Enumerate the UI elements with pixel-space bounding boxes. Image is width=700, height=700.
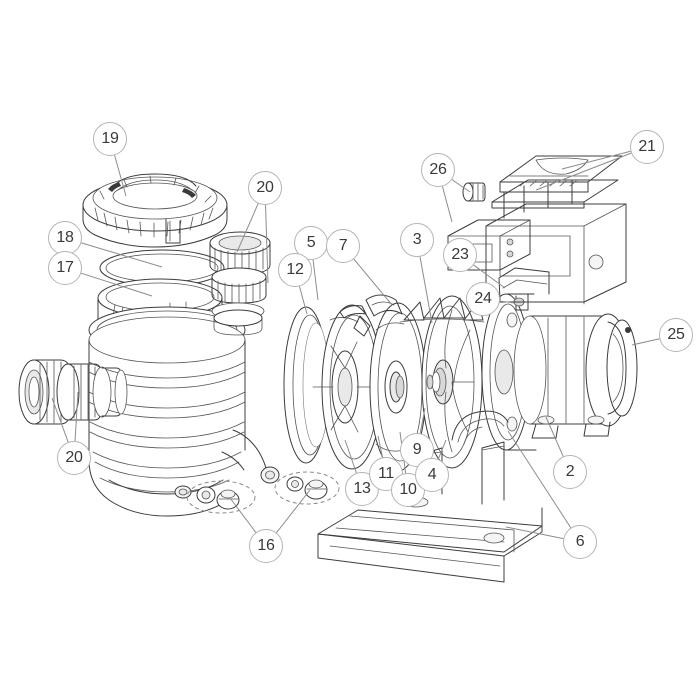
callout-26-capacitor-cap: 26 [421,153,455,187]
callout-leader-lines [51,150,660,540]
callout-24-bolt: 24 [466,282,500,316]
callout-16-drain-plug-set: 16 [249,529,283,563]
callout-25-motor-fan-cover: 25 [659,318,693,352]
leader-line-5 [312,259,319,301]
callout-7-seal-plate-screw: 7 [326,229,360,263]
part-housing-gasket [283,306,330,464]
leader-line-20 [265,204,269,284]
leader-line-20 [236,203,259,253]
part-motor-housing [513,313,638,439]
leader-line-16 [276,489,311,533]
part-seal-plate-fastener [353,294,403,337]
leader-line-21 [535,152,632,191]
leader-line-24 [499,300,516,304]
part-diffuser [312,304,383,470]
callout-20-union-nut-top: 20 [248,171,282,205]
leader-line-18 [81,242,163,268]
leader-line-6 [505,526,564,540]
leader-line-19 [114,155,127,197]
part-impeller-screw [426,374,434,390]
leader-line-26 [441,186,453,223]
leader-line-13 [344,439,357,474]
leader-line-21 [561,150,631,170]
callout-20-union-nut-bottom: 20 [57,441,91,475]
leader-line-4 [437,439,447,460]
callout-17-strainer-basket: 17 [48,251,82,285]
leader-line-9 [419,407,426,434]
leader-line-7 [353,258,393,306]
callout-21-terminal-cover: 21 [630,130,664,164]
leader-line-11 [377,435,383,458]
part-union-nut-left [18,359,128,425]
leader-line-2 [545,416,564,457]
part-shaft-seal [389,371,405,403]
part-union-nut-top [209,231,271,336]
part-capacitor-cap [462,182,486,202]
leader-line-17 [81,272,153,297]
part-seal-plate [353,294,427,472]
callout-12-housing-gasket: 12 [278,253,312,287]
leader-line-25 [631,338,660,346]
leader-line-12 [298,286,308,315]
leader-line-20 [51,397,69,443]
leader-line-26 [451,179,471,193]
callout-10-seal-plate: 10 [391,473,425,507]
callout-4-impeller-screw: 4 [415,458,449,492]
leader-line-20 [74,391,79,442]
part-motor-fan-cover [606,319,638,417]
leader-line-3 [419,256,433,324]
leader-line-6 [507,430,572,529]
callout-19-strainer-lid: 19 [93,122,127,156]
leader-line-23 [473,264,506,289]
callout-6-base-support: 6 [563,525,597,559]
part-pump-volute-body [88,306,280,517]
callout-2-motor-mount: 2 [553,455,587,489]
callout-3-impeller: 3 [400,223,434,257]
callout-23-motor-bracket: 23 [443,238,477,272]
part-drain-plug-set [186,471,340,514]
callout-18-lid-oring: 18 [48,221,82,255]
leader-line-16 [229,497,257,533]
